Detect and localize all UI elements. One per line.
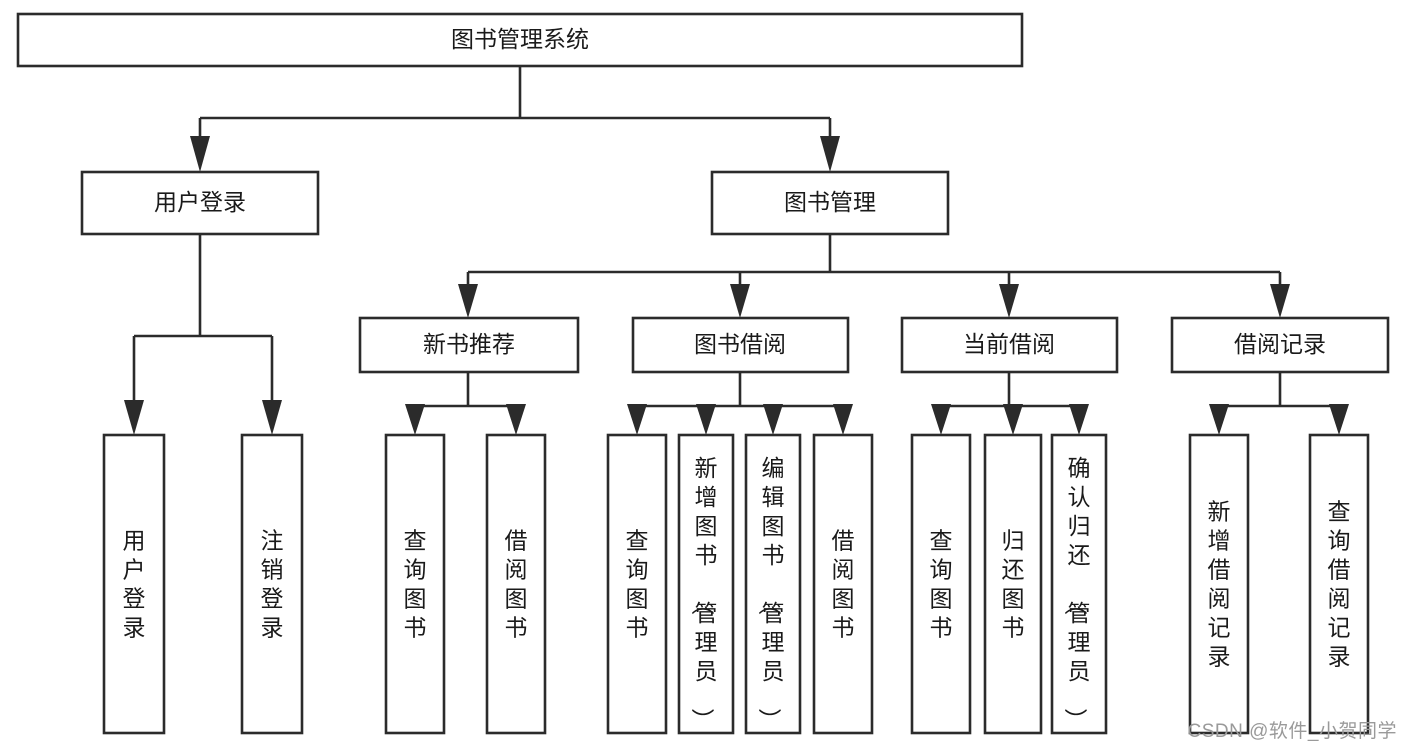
connectors-userlogin-to-leaves: [124, 234, 282, 435]
node-book-borrow[interactable]: 图书借阅: [631, 316, 850, 374]
leaf-node[interactable]: 查询图书: [384, 433, 446, 735]
watermark-text: CSDN @软件_小贺同学: [1187, 721, 1397, 742]
connectors-bookmgmt-to-level2: [458, 234, 1290, 318]
node-book-borrow-label: 图书借阅: [694, 331, 786, 357]
leaf-node-label: 新增图书（管理员）: [690, 455, 718, 731]
leaf-node-label: 编辑图书（管理员）: [757, 455, 785, 731]
arrow-head-leaf-borrow-book-2: [833, 404, 853, 435]
leaf-node-box[interactable]: [1188, 433, 1250, 735]
node-user-login[interactable]: 用户登录: [80, 170, 320, 236]
connectors-bookborrow-to-leaves: [627, 372, 853, 435]
leaf-node[interactable]: 查询图书: [606, 433, 668, 735]
leaf-node-label: 确认归还（管理员）: [1063, 455, 1091, 731]
node-current-borrow[interactable]: 当前借阅: [900, 316, 1119, 374]
node-borrow-record[interactable]: 借阅记录: [1170, 316, 1390, 374]
node-book-management-label: 图书管理: [784, 189, 876, 215]
arrow-head-leaf-return-book: [1003, 404, 1023, 435]
arrow-head-leaf-logout: [262, 400, 282, 435]
leaf-node-label: 查询借阅记录: [1328, 499, 1351, 670]
node-user-login-box[interactable]: [80, 170, 320, 236]
leaf-node-box[interactable]: [606, 433, 668, 735]
arrow-head-leaf-user-login: [124, 400, 144, 435]
node-new-book-recommend[interactable]: 新书推荐: [358, 316, 580, 374]
node-book-management-box[interactable]: [710, 170, 950, 236]
arrow-head-leaf-query-book-1: [405, 404, 425, 435]
connectors-borrowrecord-to-leaves: [1209, 372, 1349, 435]
connectors-currentborrow-to-leaves: [931, 372, 1089, 435]
leaf-node[interactable]: 借阅图书: [812, 433, 874, 735]
leaf-node-label: 注销登录: [261, 528, 284, 641]
leaf-node-box[interactable]: [677, 433, 735, 735]
connectors-newbookrec-to-leaves: [405, 372, 526, 435]
leaf-node[interactable]: 新增借阅记录: [1188, 433, 1250, 735]
leaf-node-box[interactable]: [744, 433, 802, 735]
node-current-borrow-box[interactable]: [900, 316, 1119, 374]
leaf-node-label: 查询图书: [930, 528, 953, 641]
arrow-head-leaf-query-book-3: [931, 404, 951, 435]
leaf-node-box[interactable]: [240, 433, 304, 735]
leaf-node[interactable]: 确认归还（管理员）: [1050, 433, 1108, 735]
arrow-head-new-book-rec: [458, 284, 478, 318]
node-current-borrow-label: 当前借阅: [963, 331, 1055, 357]
leaf-node-label: 归还图书: [1002, 528, 1025, 641]
leaf-node[interactable]: 借阅图书: [485, 433, 547, 735]
node-root[interactable]: 图书管理系统: [16, 12, 1024, 68]
node-book-management[interactable]: 图书管理: [710, 170, 950, 236]
arrow-head-current-borrow: [999, 284, 1019, 318]
leaf-node-box[interactable]: [983, 433, 1043, 735]
arrow-head-leaf-add-book: [696, 404, 716, 435]
node-borrow-record-box[interactable]: [1170, 316, 1390, 374]
leaf-node-label: 用户登录: [123, 528, 146, 641]
node-borrow-record-label: 借阅记录: [1234, 331, 1326, 357]
leaf-node-label: 查询图书: [626, 528, 649, 641]
arrow-head-leaf-borrow-book-1: [506, 404, 526, 435]
leaf-node-box[interactable]: [384, 433, 446, 735]
node-book-borrow-box[interactable]: [631, 316, 850, 374]
leaf-node-box[interactable]: [485, 433, 547, 735]
leaf-node[interactable]: 注销登录: [240, 433, 304, 735]
leaf-node[interactable]: 归还图书: [983, 433, 1043, 735]
arrow-head-leaf-query-record: [1329, 404, 1349, 435]
arrow-head-leaf-edit-book: [763, 404, 783, 435]
arrow-head-book-borrow: [730, 284, 750, 318]
connectors-root-to-level1: [190, 66, 840, 172]
leaf-node[interactable]: 查询借阅记录: [1308, 433, 1370, 735]
arrow-head-book-mgmt: [820, 136, 840, 172]
leaf-node-box[interactable]: [910, 433, 972, 735]
arrow-head-borrow-record: [1270, 284, 1290, 318]
leaf-nodes-layer: 用户登录 注销登录 查询图书 借阅图书 查询图书 新增图书（管理员） 编辑图书（管理员） 借阅…: [102, 433, 1370, 735]
leaf-node-label: 借阅图书: [505, 528, 528, 641]
node-root-box[interactable]: [16, 12, 1024, 68]
node-new-book-recommend-box[interactable]: [358, 316, 580, 374]
leaf-node-label: 新增借阅记录: [1208, 499, 1231, 670]
arrow-head-leaf-query-book-2: [627, 404, 647, 435]
leaf-node[interactable]: 新增图书（管理员）: [677, 433, 735, 735]
arrow-head-leaf-add-record: [1209, 404, 1229, 435]
arrow-head-user-login: [190, 136, 210, 172]
leaf-node-label: 查询图书: [404, 528, 427, 641]
leaf-node-box[interactable]: [812, 433, 874, 735]
leaf-node[interactable]: 查询图书: [910, 433, 972, 735]
leaf-node[interactable]: 用户登录: [102, 433, 166, 735]
leaf-node-box[interactable]: [1308, 433, 1370, 735]
node-user-login-label: 用户登录: [154, 189, 246, 215]
leaf-node-label: 借阅图书: [832, 528, 855, 641]
leaf-node-box[interactable]: [102, 433, 166, 735]
leaf-node[interactable]: 编辑图书（管理员）: [744, 433, 802, 735]
node-new-book-recommend-label: 新书推荐: [423, 331, 515, 357]
leaf-node-box[interactable]: [1050, 433, 1108, 735]
arrow-head-leaf-confirm-return: [1069, 404, 1089, 435]
node-root-label: 图书管理系统: [451, 26, 589, 52]
